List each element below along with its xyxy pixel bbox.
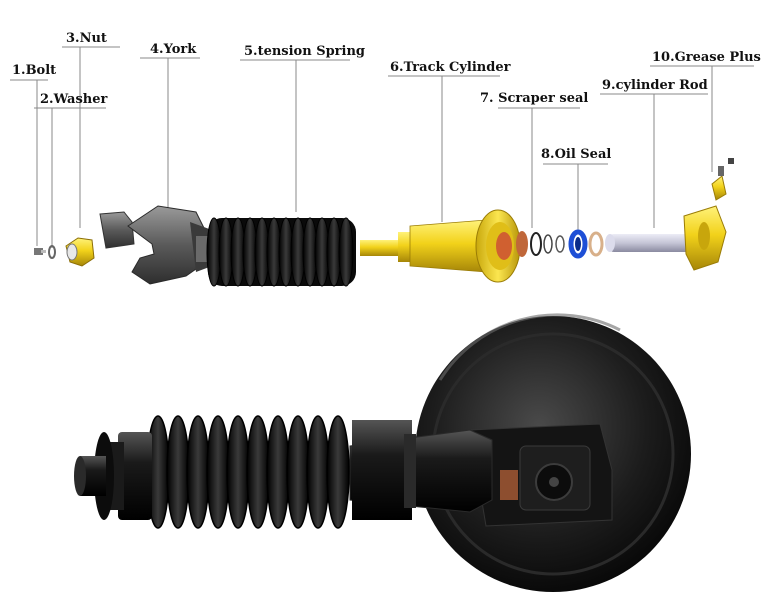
assembled-spring-coil (266, 415, 290, 529)
spring-coil (338, 217, 354, 287)
york-part (99, 205, 212, 285)
label-bolt: 1.Bolt (12, 63, 57, 78)
assembled-spring-coil (326, 415, 350, 529)
assembled-spring (146, 415, 350, 529)
label-oil-seal: 8.Oil Seal (541, 147, 612, 162)
bolt-part (34, 248, 46, 255)
assembled-spring-coil (306, 415, 330, 529)
assembled-spring-coil (206, 415, 230, 529)
track-cylinder-part (360, 209, 521, 283)
label-scraper-seal: 7. Scraper seal (480, 91, 589, 106)
label-grease-plus: 10.Grease Plus (652, 50, 761, 65)
assembled-view (74, 313, 691, 592)
label-track-cylinder: 6.Track Cylinder (390, 60, 511, 75)
label-york: 4.York (150, 42, 197, 57)
label-nut: 3.Nut (66, 31, 107, 46)
assembled-spring-coil (166, 415, 190, 529)
washer-part (48, 245, 56, 259)
grease-plus-part (711, 158, 734, 201)
assembled-spring-coil (246, 415, 270, 529)
label-washer: 2.Washer (40, 92, 108, 107)
assembled-spring-coil (186, 415, 210, 529)
leader-lines (10, 46, 754, 248)
cylinder-rod-part (605, 205, 727, 271)
assembled-spring-coil (226, 415, 250, 529)
tension-spring-part (206, 217, 356, 287)
assembled-spring-coil (286, 415, 310, 529)
exploded-parts (34, 158, 734, 287)
scraper-seal-part (516, 231, 565, 257)
nut-part (65, 237, 95, 267)
label-cylinder-rod: 9.cylinder Rod (602, 78, 708, 93)
label-tension-spring: 5.tension Spring (244, 44, 366, 59)
oil-seal-part (568, 229, 604, 259)
